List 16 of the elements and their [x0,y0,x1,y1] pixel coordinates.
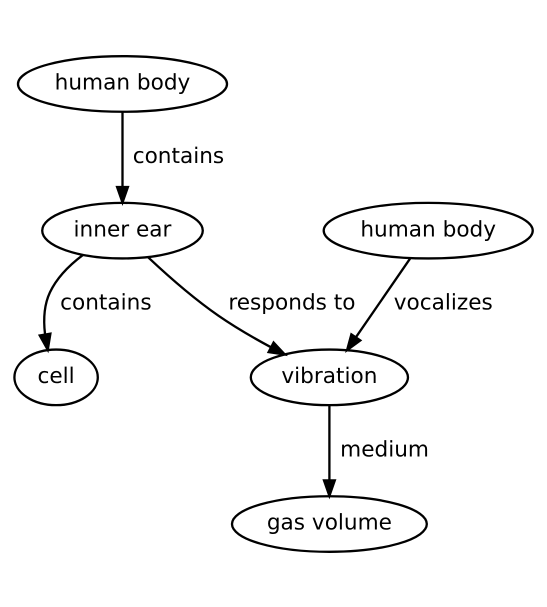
edge-label: vocalizes [394,290,493,316]
edge-label: responds to [228,290,356,316]
arrow [115,111,130,206]
node-ellipse: human body [16,54,228,112]
node-ellipse: vibration [250,348,410,406]
node-ellipse: human body [322,201,534,260]
arrow [322,404,336,499]
edge-label: medium [340,436,429,462]
arrow [345,257,412,352]
arrow [38,254,84,353]
edge-label: contains [132,144,224,169]
node-ellipse: inner ear [41,201,204,260]
arrow [147,256,288,356]
node-ellipse: gas volume [230,494,428,552]
edge-label: contains [60,290,152,316]
node-ellipse: cell [13,348,99,406]
